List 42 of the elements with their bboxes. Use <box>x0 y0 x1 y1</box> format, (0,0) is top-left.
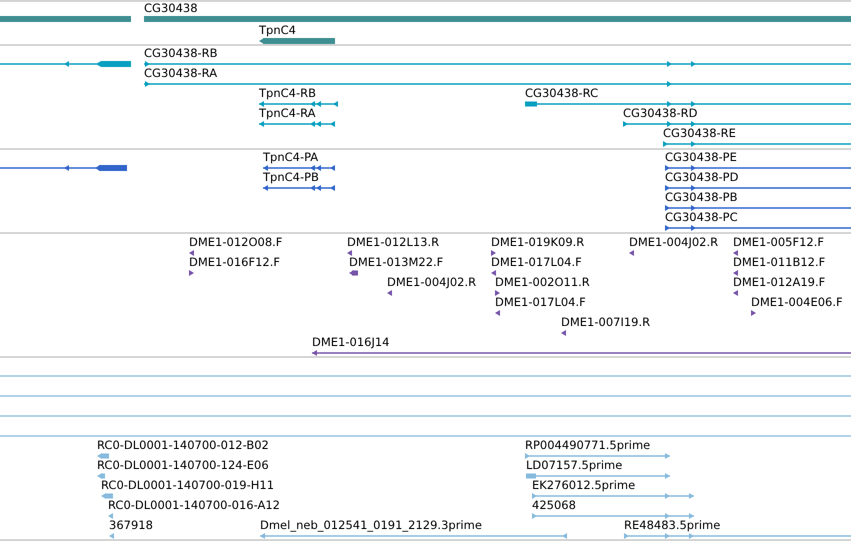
feature-label: CG30438-PB <box>665 190 738 204</box>
feature-label: TpnC4-PA <box>263 150 318 164</box>
feature-label: DME1-004J02.R <box>387 275 476 289</box>
feature-label: 425068 <box>532 498 576 512</box>
feature-label: CG30438 <box>144 1 198 15</box>
feature-label: CG30438-RB <box>144 46 218 60</box>
feature-label: DME1-013M22.F <box>349 255 444 269</box>
feature-label: DME1-004E06.F <box>751 295 843 309</box>
feature-label: CG30438-RE <box>663 126 736 140</box>
feature-label: DME1-012A19.F <box>733 275 826 289</box>
feature-label: EK276012.5prime <box>532 478 636 492</box>
feature-label: DME1-002O11.R <box>495 275 590 289</box>
feature-label: RC0-DL0001-140700-124-E06 <box>97 458 269 472</box>
feature-label: Dmel_neb_012541_0191_2129.3prime <box>260 518 482 532</box>
feature-label: CG30438-PD <box>665 170 738 184</box>
feature-label: TpnC4-PB <box>263 170 319 184</box>
feature-label: DME1-016J14 <box>312 335 390 349</box>
feature-label: DME1-004J02.R <box>629 235 718 249</box>
feature-label: DME1-011B12.F <box>733 255 826 269</box>
feature-label: CG30438-RD <box>623 106 698 120</box>
feature-label: DME1-005F12.F <box>733 235 824 249</box>
feature-label: RC0-DL0001-140700-016-A12 <box>108 498 280 512</box>
feature-label: DME1-012L13.R <box>347 235 440 249</box>
feature-label: RE48483.5prime <box>624 518 720 532</box>
feature-label: DME1-017L04.F <box>495 295 586 309</box>
feature-label: DME1-016F12.F <box>189 255 280 269</box>
feature-label: RP004490771.5prime <box>525 438 650 452</box>
feature-label: RC0-DL0001-140700-019-H11 <box>101 478 274 492</box>
feature-label: DME1-012O08.F <box>189 235 282 249</box>
feature-label: LD07157.5prime <box>526 458 622 472</box>
feature-label: CG30438-RC <box>525 86 598 100</box>
feature-label: CG30438-PE <box>665 150 737 164</box>
feature-label: CG30438-RA <box>144 66 218 80</box>
feature-label: DME1-017L04.F <box>491 255 582 269</box>
feature-label: DME1-019K09.R <box>491 235 584 249</box>
feature-label: TpnC4 <box>259 23 296 37</box>
feature-label: TpnC4-RA <box>259 106 316 120</box>
feature-label: DME1-007I19.R <box>561 315 650 329</box>
feature-label: CG30438-PC <box>665 210 738 224</box>
feature-label: RC0-DL0001-140700-012-B02 <box>97 438 269 452</box>
feature-label: TpnC4-RB <box>259 86 316 100</box>
feature-label: 367918 <box>109 518 153 532</box>
